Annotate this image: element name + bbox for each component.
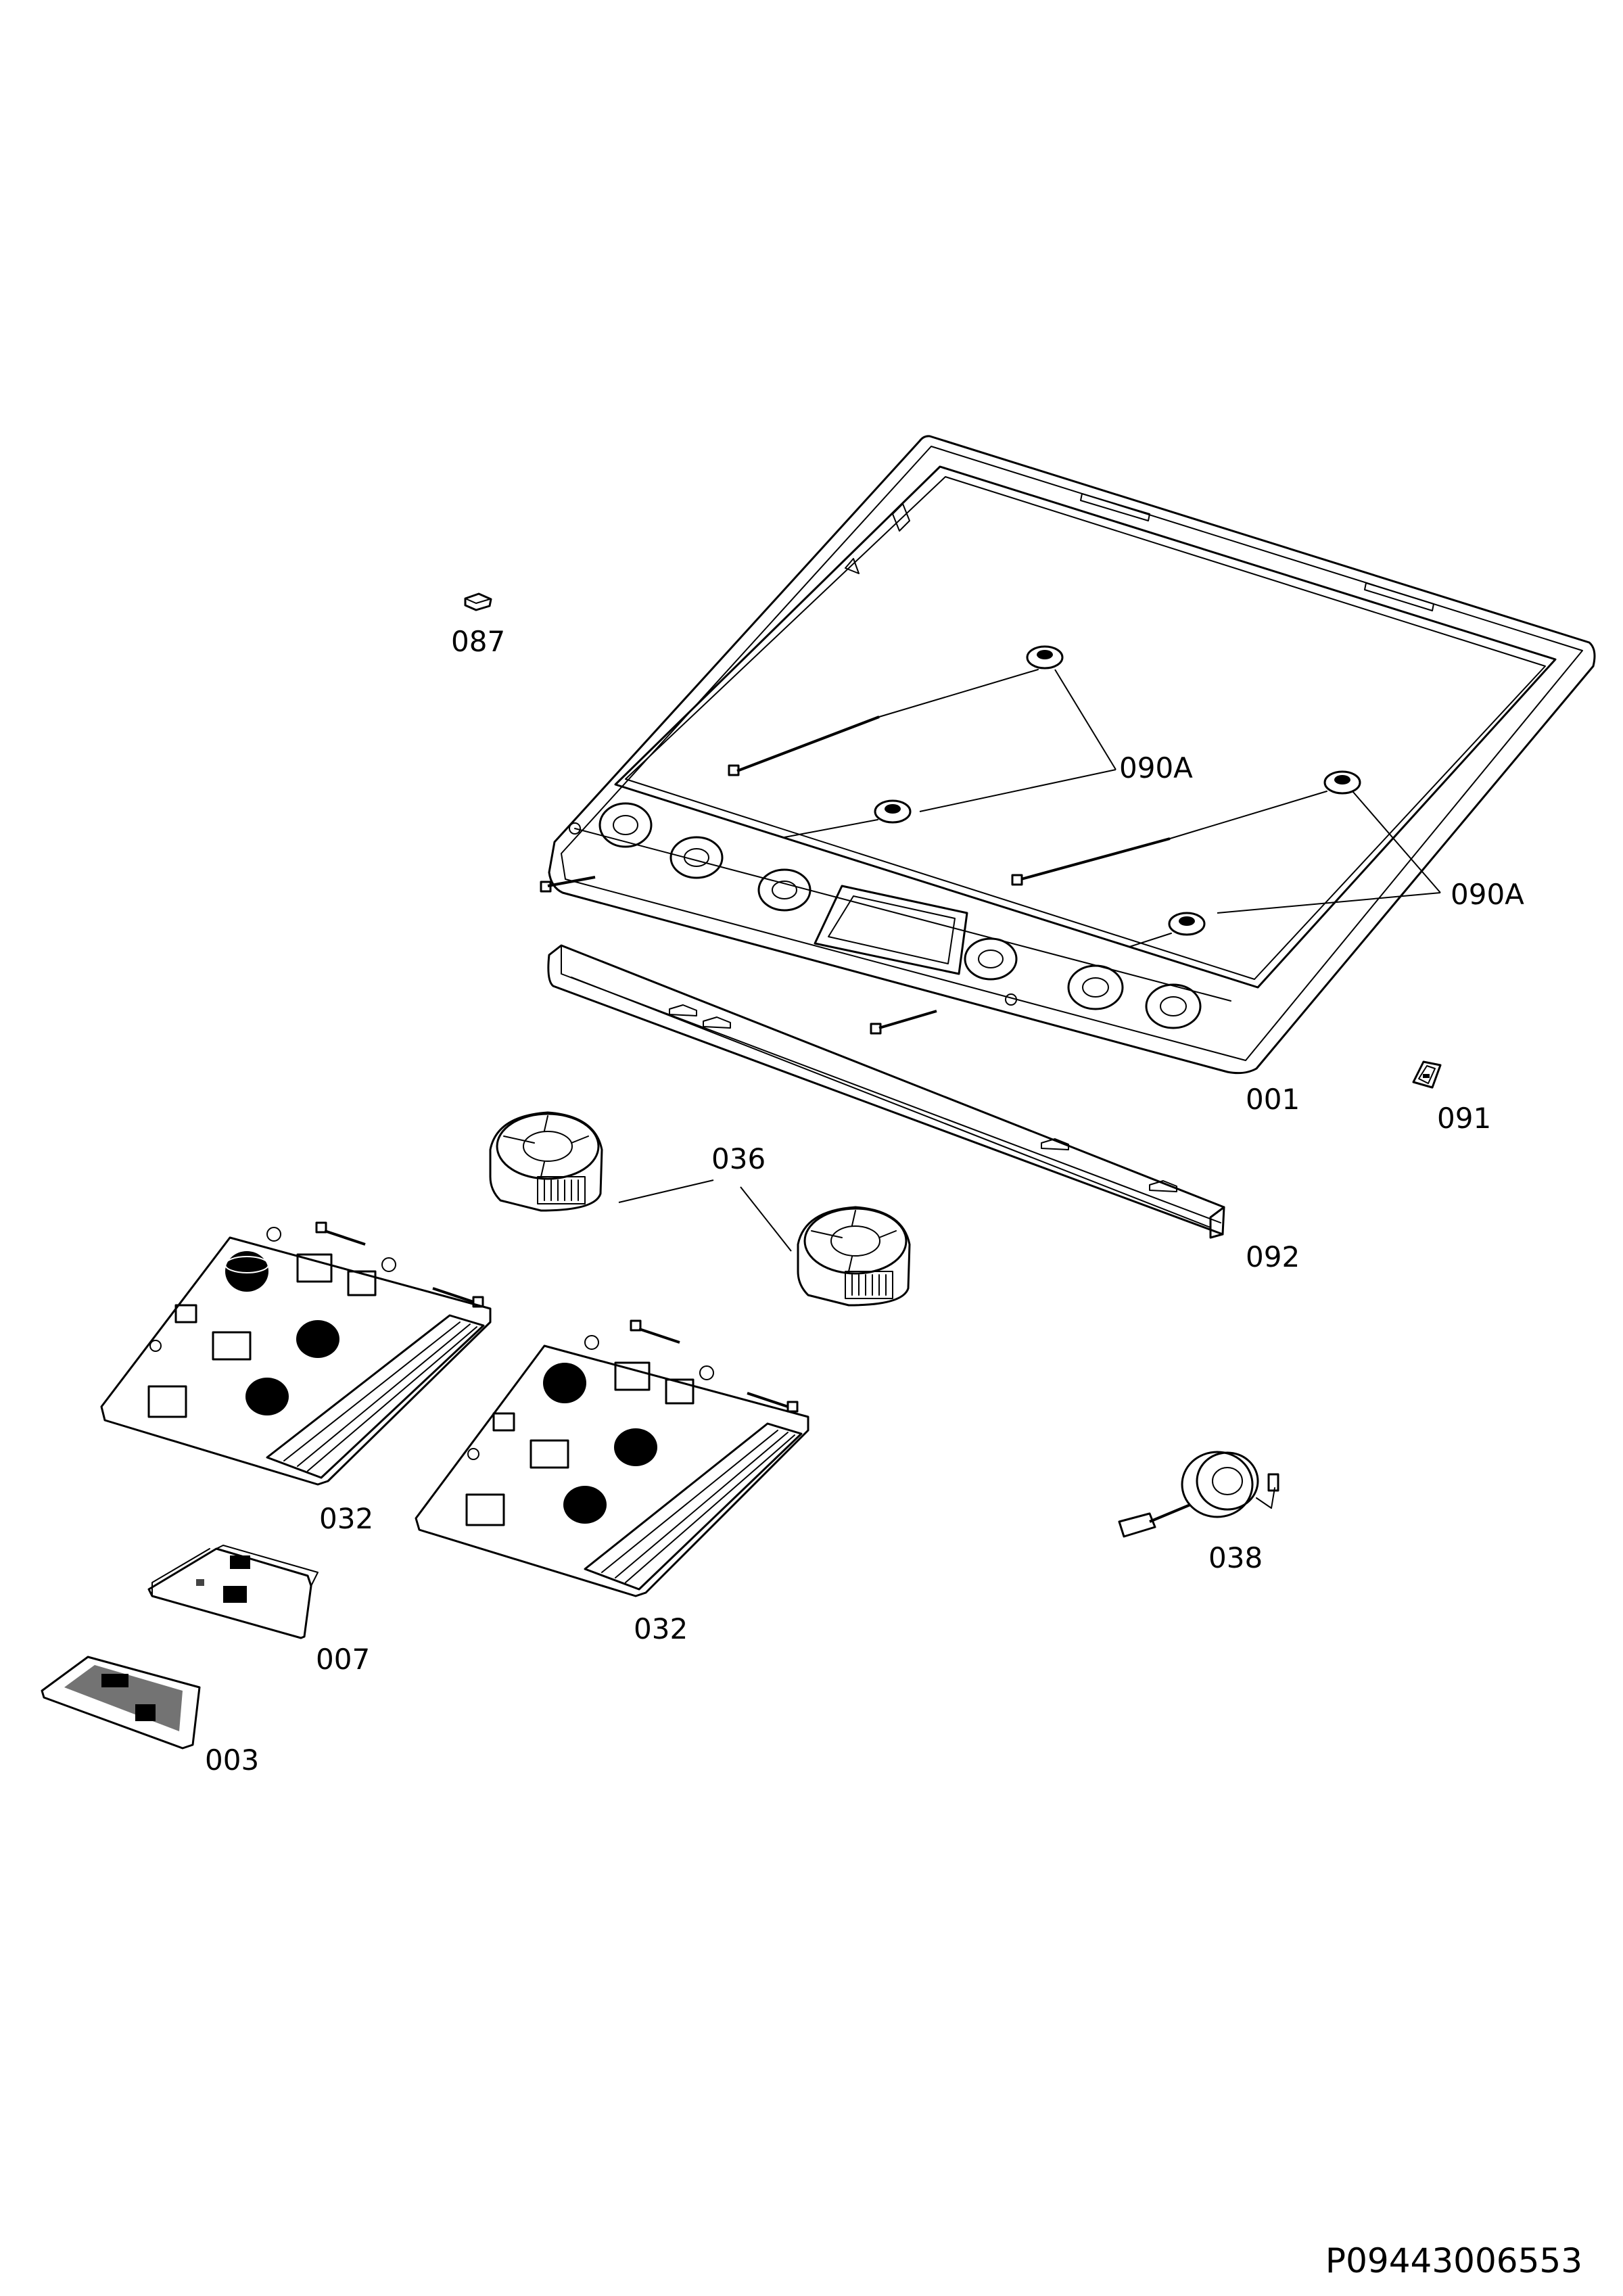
callout-001: 001: [1246, 1083, 1300, 1116]
part-090a-sensor-1: [728, 645, 1064, 776]
callout-036: 036: [711, 1142, 766, 1175]
part-090a-sensor-4: [1129, 912, 1206, 947]
part-087-clip: [464, 592, 492, 611]
part-092-front-trim: [547, 944, 1225, 1239]
callout-003: 003: [205, 1743, 259, 1777]
document-number: P09443006553: [1325, 2241, 1582, 2280]
part-091-connector: [1412, 1060, 1442, 1089]
callout-092: 092: [1246, 1240, 1300, 1273]
leaders-090a: [919, 669, 1441, 914]
callout-038: 038: [1208, 1541, 1263, 1574]
callout-032-left: 032: [319, 1502, 373, 1535]
callout-091: 091: [1437, 1102, 1491, 1135]
part-001-hob-frame: [540, 435, 1596, 1075]
callout-090a-lower: 090A: [1451, 878, 1524, 911]
callout-007: 007: [316, 1643, 370, 1676]
part-003-control-board: [41, 1656, 201, 1750]
leaders-036: [618, 1179, 792, 1252]
callout-087: 087: [451, 625, 505, 658]
part-038-ferrite-filter: [1118, 1451, 1279, 1538]
part-032-power-board-right: [415, 1319, 809, 1597]
part-007-bracket: [147, 1545, 319, 1639]
part-090a-sensor-2: [784, 799, 912, 838]
part-036-fan-2: [797, 1206, 911, 1307]
part-090a-sensor-3: [1011, 770, 1361, 886]
callout-032-right: 032: [634, 1612, 688, 1645]
callout-090a-upper: 090A: [1119, 751, 1193, 784]
part-032-power-board-left: [100, 1221, 492, 1486]
part-036-fan-1: [489, 1111, 603, 1212]
